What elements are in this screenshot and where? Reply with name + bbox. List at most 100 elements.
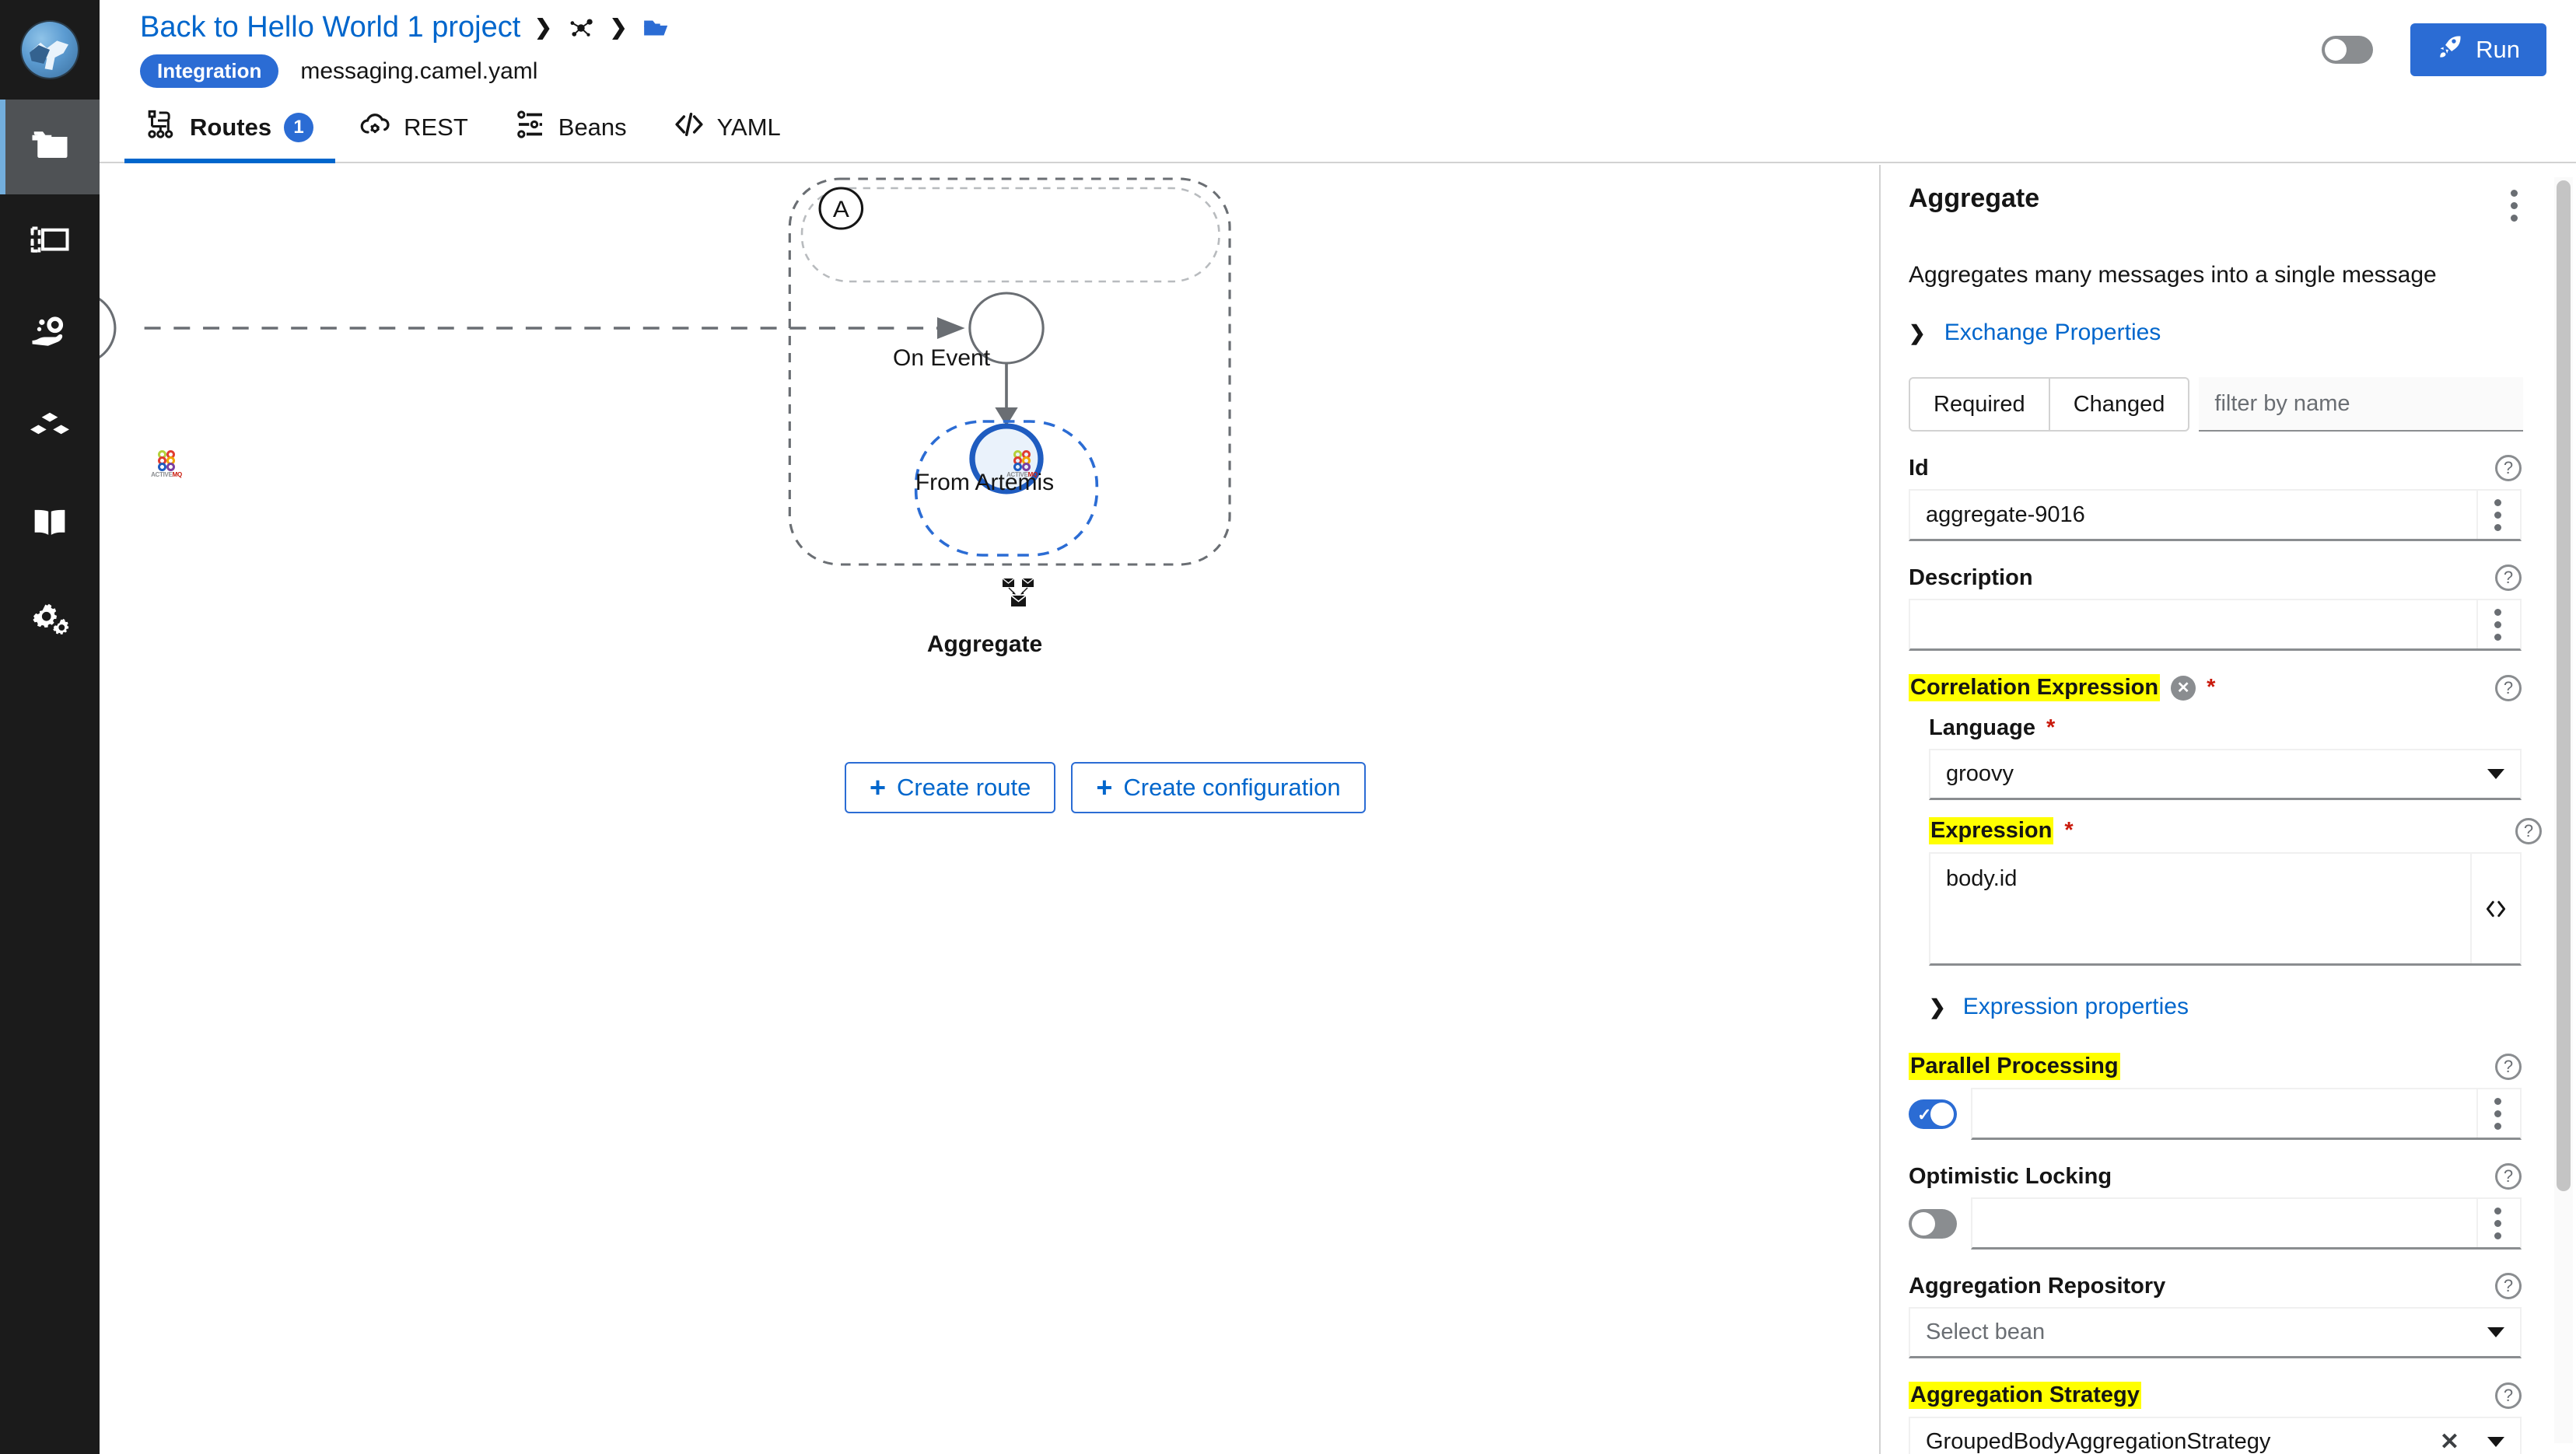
book-icon xyxy=(29,502,71,550)
expression-code-editor-button[interactable] xyxy=(2470,854,2520,964)
tab-rest[interactable]: REST xyxy=(338,101,490,162)
expression-textarea[interactable]: body.id xyxy=(1930,854,2470,964)
help-icon-expression[interactable]: ? xyxy=(2515,817,2542,844)
properties-panel: Aggregate Aggregates many messages into … xyxy=(1879,165,2576,1454)
language-select-value: groovy xyxy=(1946,761,2014,786)
code-icon xyxy=(2486,900,2506,917)
components-icon xyxy=(29,407,71,456)
field-parallel-processing: Parallel Processing ? xyxy=(1909,1053,2522,1141)
field-aggregation-strategy-label: Aggregation Strategy xyxy=(1909,1382,2141,1410)
field-correlation-expression-label: Correlation Expression xyxy=(1909,674,2161,701)
tab-routes[interactable]: Routes 1 xyxy=(124,101,336,163)
aggregation-strategy-select[interactable]: GroupedBodyAggregationStrategy ✕ xyxy=(1909,1417,2522,1454)
id-kebab-menu[interactable] xyxy=(2476,491,2520,539)
chevron-right-icon: ❯ xyxy=(1909,320,1926,344)
field-aggregation-strategy: Aggregation Strategy ? GroupedBodyAggreg… xyxy=(1909,1382,2522,1454)
required-star-language: * xyxy=(2046,715,2056,740)
left-rail xyxy=(0,0,100,1454)
aggregate-label: Aggregate xyxy=(926,631,1043,657)
field-correlation-expression: Correlation Expression ✕ * ? Language * xyxy=(1909,674,2542,1020)
panel-description: Aggregates many messages into a single m… xyxy=(1909,262,2437,288)
aggregation-repository-placeholder: Select bean xyxy=(1926,1319,2046,1345)
rail-item-knowledgebase[interactable] xyxy=(0,479,100,574)
filter-required-button[interactable]: Required xyxy=(1909,377,2049,432)
id-input[interactable] xyxy=(1910,491,2476,539)
tab-yaml[interactable]: YAML xyxy=(652,101,803,162)
panel-scrollbar-thumb[interactable] xyxy=(2557,180,2571,1191)
description-kebab-menu[interactable] xyxy=(2476,600,2520,648)
panel-kebab-menu[interactable] xyxy=(2500,183,2522,228)
optimistic-locking-toggle[interactable] xyxy=(1909,1208,1957,1239)
clear-aggregation-strategy-button[interactable]: ✕ xyxy=(2439,1429,2459,1454)
help-icon-aggregation-repository[interactable]: ? xyxy=(2495,1273,2522,1300)
route-canvas[interactable]: A ACTIVEMQ xyxy=(100,165,1879,1454)
field-description: Description ? xyxy=(1909,564,2522,651)
status-badge: Integration xyxy=(140,54,279,88)
field-optimistic-locking: Optimistic Locking ? xyxy=(1909,1163,2522,1250)
tab-bar: Routes 1 REST Beans YAML xyxy=(100,100,2576,163)
camel-karavan-logo-icon xyxy=(22,22,78,78)
help-icon-optimistic-locking[interactable]: ? xyxy=(2495,1163,2522,1190)
file-row: Integration messaging.camel.yaml xyxy=(140,54,537,88)
run-button[interactable]: Run xyxy=(2410,23,2546,76)
help-icon-correlation-expression[interactable]: ? xyxy=(2495,674,2522,701)
parallel-processing-kebab-menu[interactable] xyxy=(2476,1089,2520,1138)
create-configuration-button[interactable]: + Create configuration xyxy=(1071,762,1366,813)
dev-mode-toggle[interactable] xyxy=(2322,36,2374,64)
rocket-icon xyxy=(2437,33,2463,66)
filter-input[interactable] xyxy=(2199,377,2524,432)
parallel-processing-input[interactable] xyxy=(1972,1089,2476,1138)
projects-icon xyxy=(29,123,71,171)
group-label: On Event xyxy=(893,345,991,371)
breadcrumb-separator: ❯ xyxy=(534,16,552,39)
app-logo[interactable] xyxy=(0,0,100,100)
back-to-project-link[interactable]: Back to Hello World 1 project xyxy=(140,11,521,44)
field-parallel-processing-label: Parallel Processing xyxy=(1909,1053,2120,1081)
help-icon-description[interactable]: ? xyxy=(2495,564,2522,591)
exchange-properties-toggle[interactable]: ❯ Exchange Properties xyxy=(1909,320,2522,346)
tab-beans[interactable]: Beans xyxy=(493,101,649,162)
page-title: Aggregate xyxy=(1909,183,2040,213)
exchange-properties-label: Exchange Properties xyxy=(1944,320,2161,345)
create-route-label: Create route xyxy=(897,774,1031,801)
folder-open-icon[interactable] xyxy=(642,13,671,43)
filter-changed-button[interactable]: Changed xyxy=(2049,377,2190,432)
expression-properties-label: Expression properties xyxy=(1962,994,2189,1020)
chevron-down-icon-repository xyxy=(2487,1327,2504,1338)
optimistic-locking-input[interactable] xyxy=(1972,1199,2476,1248)
rail-item-components[interactable] xyxy=(0,384,100,479)
chevron-down-icon-language xyxy=(2487,769,2504,779)
external-activemq-node[interactable]: ACTIVEMQ xyxy=(142,445,191,484)
topology-icon[interactable] xyxy=(566,13,596,43)
from-artemis-node[interactable]: ACTIVEMQ xyxy=(998,445,1046,484)
aggregation-repository-select[interactable]: Select bean xyxy=(1909,1307,2522,1359)
rail-item-configuration[interactable] xyxy=(0,574,100,669)
aggregate-envelopes-icon xyxy=(1002,578,1034,606)
parallel-processing-toggle[interactable] xyxy=(1909,1099,1957,1129)
language-select[interactable]: groovy xyxy=(1929,749,2522,800)
field-expression-label: Expression xyxy=(1929,817,2054,844)
tab-routes-badge: 1 xyxy=(284,113,314,142)
help-icon-parallel-processing[interactable]: ? xyxy=(2495,1053,2522,1080)
routes-icon xyxy=(146,109,177,146)
rail-item-projects[interactable] xyxy=(0,100,100,194)
beans-icon xyxy=(515,109,546,146)
clear-correlation-expression-button[interactable]: ✕ xyxy=(2171,675,2196,701)
services-icon xyxy=(29,313,71,361)
field-expression: Expression * ? body.id xyxy=(1929,817,2542,966)
help-icon-aggregation-strategy[interactable]: ? xyxy=(2495,1382,2522,1409)
route-diagram: A xyxy=(100,177,1231,566)
rail-item-containers[interactable] xyxy=(0,194,100,289)
canvas-buttons: + Create route + Create configuration xyxy=(845,762,1366,813)
expression-properties-toggle[interactable]: ❯ Expression properties xyxy=(1929,994,2522,1020)
panel-scrollbar[interactable] xyxy=(2554,177,2573,1443)
help-icon-id[interactable]: ? xyxy=(2495,455,2522,481)
optimistic-locking-kebab-menu[interactable] xyxy=(2476,1199,2520,1248)
description-input[interactable] xyxy=(1910,600,2476,648)
aggregate-node[interactable] xyxy=(1000,577,1036,616)
yaml-code-icon xyxy=(674,109,705,146)
rail-item-services[interactable] xyxy=(0,289,100,384)
required-star-expression: * xyxy=(2064,818,2074,843)
containers-icon xyxy=(29,218,71,266)
create-route-button[interactable]: + Create route xyxy=(845,762,1056,813)
